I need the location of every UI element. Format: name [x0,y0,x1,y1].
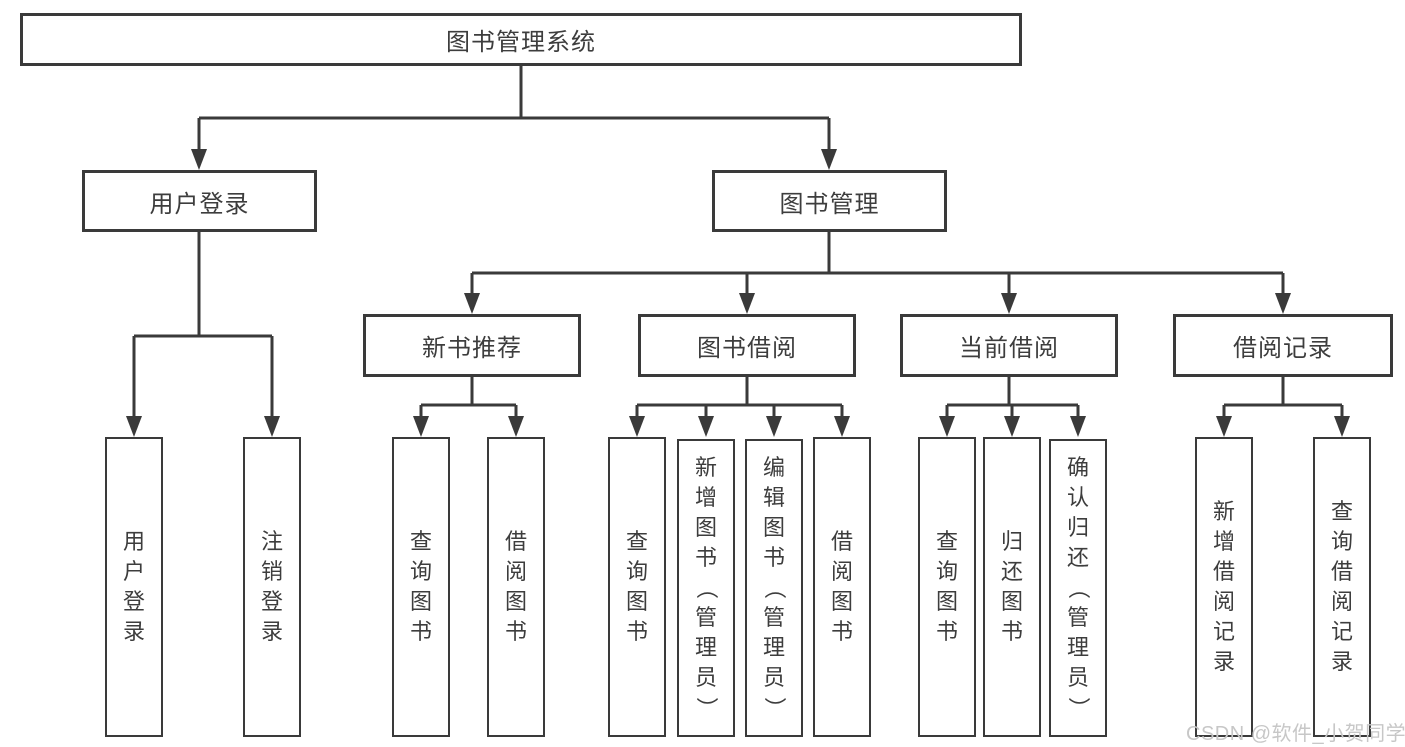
node-label: 借阅记录 [1233,335,1333,362]
node-label: 查询图书 [935,529,958,644]
node-leaf-add-books-admin: 新增图书（管理员） [677,439,735,737]
node-label: 当前借阅 [959,335,1059,362]
node-new-book-recommend: 新书推荐 [363,314,581,377]
node-label: 新书推荐 [422,335,522,362]
node-leaf-add-borrow-record: 新增借阅记录 [1195,437,1253,737]
node-borrow-records: 借阅记录 [1173,314,1393,377]
node-label: 查询图书 [625,529,648,644]
node-leaf-query-books-1: 查询图书 [392,437,450,737]
node-leaf-logout: 注销登录 [243,437,301,737]
node-label: 借阅图书 [504,529,527,644]
csdn-watermark: CSDN @软件_小贺同学 [1186,723,1405,745]
node-leaf-query-borrow-record: 查询借阅记录 [1313,437,1371,737]
node-label: 新增图书（管理员） [693,455,719,720]
node-leaf-edit-books-admin: 编辑图书（管理员） [745,439,803,737]
node-label: 图书借阅 [697,335,797,362]
node-book-borrowing: 图书借阅 [638,314,856,377]
node-label: 图书管理系统 [446,29,596,56]
node-current-borrowing: 当前借阅 [900,314,1118,377]
node-label: 图书管理 [779,190,880,218]
node-label: 用户登录 [122,529,145,644]
node-label: 查询图书 [409,529,432,644]
node-label: 注销登录 [260,529,283,644]
node-label: 编辑图书（管理员） [761,455,787,720]
node-label: 用户登录 [149,190,250,218]
node-leaf-query-books-3: 查询图书 [918,437,976,737]
node-label: 归还图书 [1000,529,1023,644]
node-label: 借阅图书 [830,529,853,644]
node-leaf-borrow-books-1: 借阅图书 [487,437,545,737]
node-label: 新增借阅记录 [1212,499,1235,674]
node-leaf-borrow-books-2: 借阅图书 [813,437,871,737]
node-root: 图书管理系统 [20,13,1022,66]
node-leaf-return-books: 归还图书 [983,437,1041,737]
node-leaf-user-login: 用户登录 [105,437,163,737]
node-leaf-confirm-return-admin: 确认归还（管理员） [1049,439,1107,737]
node-leaf-query-books-2: 查询图书 [608,437,666,737]
node-label: 查询借阅记录 [1330,499,1353,674]
node-user-login: 用户登录 [82,170,317,232]
node-book-management: 图书管理 [712,170,947,232]
node-label: 确认归还（管理员） [1065,455,1091,720]
